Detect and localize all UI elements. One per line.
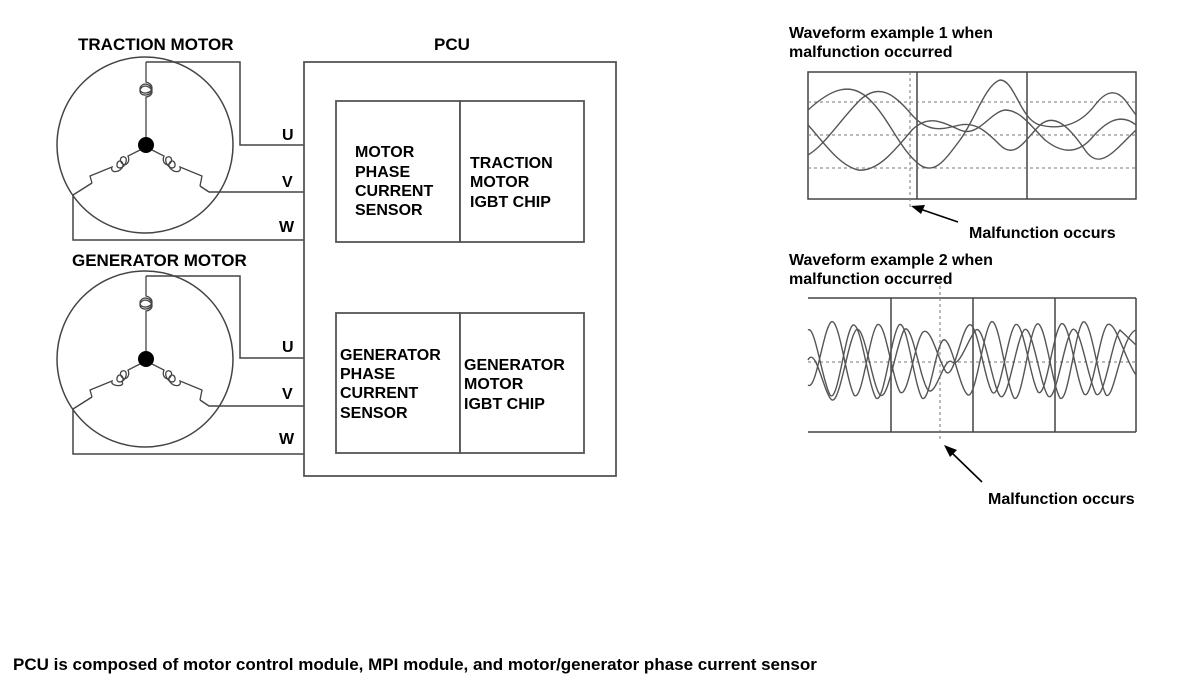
waveform-example-1-title: Waveform example 1 when malfunction occu… xyxy=(789,25,997,61)
traction-motor-title: TRACTION MOTOR xyxy=(78,35,234,54)
generator-phase-current-sensor-label: GENERATOR PHASE CURRENT SENSOR xyxy=(340,347,445,422)
waveform-2-phase-c xyxy=(807,328,1137,401)
generator-phase-w-label: W xyxy=(279,431,295,448)
malfunction-arrow-1 xyxy=(911,205,959,223)
malfunction-arrow-2 xyxy=(944,445,983,483)
generator-motor-neutral-point xyxy=(138,351,154,367)
waveform-example-2-title: Waveform example 2 when malfunction occu… xyxy=(789,252,997,288)
generator-winding-v xyxy=(89,363,141,398)
waveform-2-phase-b xyxy=(807,321,1137,397)
traction-lead-w xyxy=(72,182,304,241)
pcu-title: PCU xyxy=(434,35,470,54)
traction-motor-igbt-chip-label: TRACTION MOTOR IGBT CHIP xyxy=(470,155,557,211)
generator-winding-w xyxy=(151,363,203,401)
generator-winding-u xyxy=(139,276,153,351)
traction-winding-u xyxy=(139,62,153,137)
waveform-1-phase-a xyxy=(807,79,1137,169)
waveform-example-2 xyxy=(807,280,1137,440)
traction-winding-v xyxy=(89,149,141,184)
generator-lead-v xyxy=(199,399,304,407)
footer-caption: PCU is composed of motor control module,… xyxy=(13,655,817,674)
traction-phase-u-label: U xyxy=(282,127,294,144)
traction-motor-neutral-point xyxy=(138,137,154,153)
traction-phase-w-label: W xyxy=(279,219,295,236)
generator-phase-u-label: U xyxy=(282,339,294,356)
traction-motor xyxy=(56,56,304,241)
traction-lead-v xyxy=(199,185,304,193)
waveform-example-1 xyxy=(807,71,1137,210)
traction-winding-w xyxy=(151,149,203,187)
waveform-1-phase-b xyxy=(807,90,1137,160)
generator-lead-u xyxy=(146,275,304,359)
generator-phase-current-sensor-box xyxy=(335,312,461,454)
traction-motor-housing xyxy=(56,56,234,234)
traction-lead-u xyxy=(146,61,304,146)
generator-motor-igbt-chip-label: GENERATOR MOTOR IGBT CHIP xyxy=(464,357,569,413)
motor-phase-current-sensor-label: MOTOR PHASE CURRENT SENSOR xyxy=(355,144,438,219)
generator-motor-housing xyxy=(56,270,234,448)
traction-motor-igbt-chip-box xyxy=(459,100,585,243)
generator-phase-v-label: V xyxy=(282,386,293,403)
generator-lead-w xyxy=(72,396,304,455)
motor-phase-current-sensor-box xyxy=(335,100,461,243)
generator-motor-igbt-chip-box xyxy=(459,312,585,454)
waveform-1-phase-c xyxy=(807,109,1137,171)
generator-motor xyxy=(56,270,304,455)
generator-motor-title: GENERATOR MOTOR xyxy=(72,251,247,270)
malfunction-label-1: Malfunction occurs xyxy=(969,225,1116,242)
waveform-2-phase-a xyxy=(807,321,1137,399)
traction-phase-v-label: V xyxy=(282,174,293,191)
malfunction-label-2: Malfunction occurs xyxy=(988,491,1135,508)
